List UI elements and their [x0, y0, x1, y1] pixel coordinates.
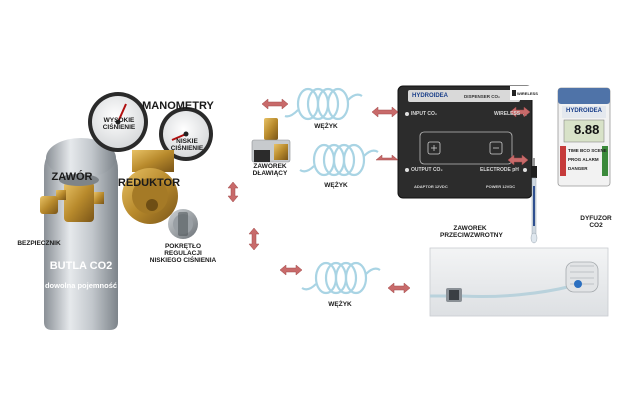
needle-valve	[251, 118, 291, 163]
label-tubing-top: WĘŻYK	[314, 123, 338, 130]
label-adjustment-knob: POKRĘTŁO REGULACJI NISKIEGO CIŚNIENIA	[149, 243, 217, 264]
ph-controller	[557, 87, 611, 187]
arrow-dispenser-output	[375, 154, 399, 161]
arrow-dispenser-to-controller	[509, 106, 531, 118]
dispenser-input-label: INPUT CO₂	[411, 111, 438, 117]
arrow-regulator-to-tubing	[261, 98, 289, 110]
cylinder-valve	[40, 174, 104, 222]
co2-dispenser-unit	[397, 85, 542, 199]
dispenser-power-label: POWER 12VDC	[486, 184, 516, 189]
flow-arrows	[227, 98, 531, 294]
controller-row2: PROG ALARM	[568, 157, 599, 162]
label-diffuser: DYFUZOR CO2	[580, 215, 612, 229]
arrow-vertical-upper	[227, 181, 239, 203]
low-pressure-gauge	[159, 107, 213, 161]
dispenser-electrode-label: ELECTRODE pH	[480, 167, 519, 173]
regulator-body	[122, 150, 178, 224]
arrow-to-check-valve	[387, 282, 411, 294]
label-zawor: ZAWÓR	[51, 171, 93, 183]
dispenser-model: DISPENSER CO₂	[464, 94, 501, 99]
arrow-tubing-to-dispenser-input	[371, 106, 399, 118]
label-check-valve: ZAWOREK PRZECIWZWROTNY	[440, 225, 503, 239]
ph-electrode	[530, 158, 538, 244]
arrow-to-bottom-tubing	[279, 264, 303, 276]
co2-cylinder	[44, 138, 118, 330]
label-low-pressure: NISKIE CIŚNIENIE	[170, 138, 204, 152]
controller-brand: HYDROIDEA	[566, 108, 603, 114]
label-capacity: dowolna pojemność	[44, 281, 118, 290]
dispenser-adaptor-label: ADAPTOR 12VDC	[414, 184, 448, 189]
co2-diffuser	[565, 261, 599, 293]
label-cylinder: BUTLA CO2	[49, 260, 113, 272]
tubing-coil-top	[284, 87, 363, 121]
dispenser-wireless-badge: WIRELESS	[517, 91, 538, 96]
arrow-dispenser-to-electrode	[507, 154, 529, 166]
controller-row1: TIME BCO SCENE	[568, 148, 607, 153]
label-needle-valve: ZAWOREK DŁAWIĄCY	[252, 163, 288, 177]
label-tubing-bottom: WĘŻYK	[328, 301, 352, 308]
arrow-vertical-lower	[248, 227, 260, 251]
tubing-coil-middle	[299, 143, 379, 177]
label-manometry: MANOMETRY	[142, 100, 214, 112]
dispenser-brand: HYDROIDEA	[412, 93, 449, 99]
high-pressure-gauge	[88, 92, 148, 152]
adjustment-knob	[168, 209, 198, 239]
label-bezpiecznik: BEZPIECZNIK	[17, 240, 61, 247]
label-tubing-middle: WĘŻYK	[324, 182, 348, 189]
dispenser-wireless-label: WIRELESS	[494, 111, 521, 117]
label-high-pressure: WYSOKIE CIŚNIENIE	[102, 117, 136, 131]
dispenser-output-label: OUTPUT CO₂	[411, 167, 443, 173]
controller-reading: 8.88	[574, 122, 600, 137]
tubing-coil-bottom	[301, 261, 381, 295]
label-reduktor: REDUKTOR	[117, 177, 181, 189]
controller-row3: DANGER	[568, 166, 588, 171]
